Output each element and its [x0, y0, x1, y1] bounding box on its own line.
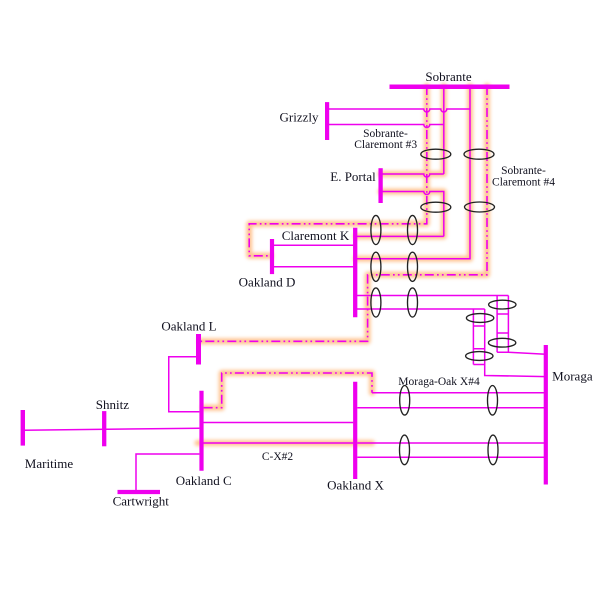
svg-text:Oakland X: Oakland X: [327, 477, 384, 492]
svg-text:Cartwright: Cartwright: [113, 494, 170, 509]
svg-text:Grizzly: Grizzly: [280, 110, 319, 125]
svg-text:Claremont K: Claremont K: [282, 228, 350, 243]
svg-text:E. Portal: E. Portal: [330, 169, 376, 184]
svg-text:C-X#2: C-X#2: [262, 451, 294, 463]
svg-text:Shnitz: Shnitz: [96, 397, 129, 412]
svg-text:Moraga-Oak X#4: Moraga-Oak X#4: [398, 376, 480, 388]
svg-text:Moraga: Moraga: [552, 369, 593, 384]
svg-text:Oakland D: Oakland D: [239, 275, 296, 290]
svg-text:Claremont #3: Claremont #3: [354, 139, 417, 151]
svg-text:Claremont #4: Claremont #4: [492, 177, 555, 189]
svg-text:Sobrante-: Sobrante-: [501, 165, 546, 177]
svg-text:Maritime: Maritime: [25, 456, 74, 471]
svg-text:Sobrante-: Sobrante-: [363, 128, 408, 140]
svg-text:Sobrante: Sobrante: [425, 69, 471, 84]
svg-text:Oakland L: Oakland L: [161, 318, 216, 333]
svg-text:Oakland C: Oakland C: [176, 473, 232, 488]
